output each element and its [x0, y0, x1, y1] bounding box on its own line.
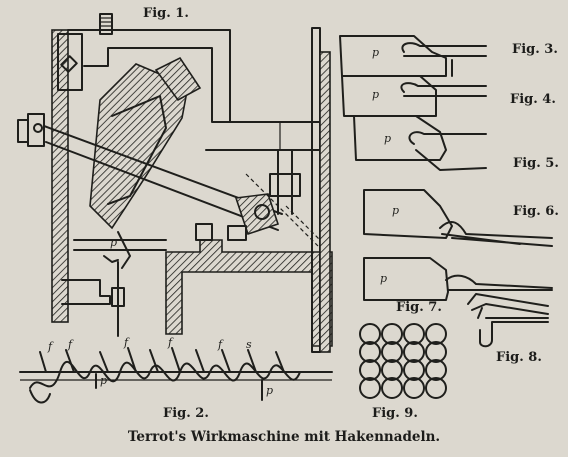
letter-f-fig2-4: f	[167, 336, 174, 349]
plate-caption: Terrot's Wirkmaschine mit Hakennadeln.	[127, 429, 441, 445]
letter-p-fig2-left: p	[100, 374, 107, 387]
fig1-label: Fig. 1.	[143, 6, 189, 21]
letter-p-fig4: p	[372, 88, 379, 101]
fig5-sinker-drawing	[353, 115, 487, 171]
letter-s-fig2: s	[246, 338, 252, 351]
fig3-sinker-drawing	[339, 35, 487, 77]
letter-f-fig2-5: f	[217, 338, 224, 351]
letter-p-fig1: p	[110, 236, 117, 249]
fig6-sinker-drawing	[363, 189, 553, 247]
fig9-knit-mesh-drawing	[359, 323, 447, 399]
fig2-label: Fig. 2.	[163, 406, 209, 421]
letter-f-fig2-2: f	[67, 338, 74, 351]
letter-p-fig3: p	[372, 46, 379, 59]
letter-f-fig2-3: f	[123, 336, 130, 349]
letter-p-fig6: p	[392, 204, 399, 217]
fig8-needle-drawing	[479, 317, 549, 348]
fig8-label: Fig. 8.	[496, 350, 542, 365]
fig9-label: Fig. 9.	[372, 406, 418, 421]
fig3-label: Fig. 3.	[512, 42, 558, 57]
fig4-sinker-drawing	[341, 75, 487, 117]
fig4-label: Fig. 4.	[510, 92, 556, 107]
fig7-label: Fig. 7.	[396, 300, 442, 315]
fig1-machine-drawing	[17, 13, 333, 353]
letter-p-fig2-right: p	[266, 384, 273, 397]
fig6-label: Fig. 6.	[513, 204, 559, 219]
letter-p-fig5: p	[384, 132, 391, 145]
letter-p-fig7: p	[380, 272, 387, 285]
fig7-sinker-drawing	[363, 257, 553, 319]
fig5-label: Fig. 5.	[513, 156, 559, 171]
fig2-needle-row-drawing	[19, 347, 333, 404]
letter-f-fig2-1: f	[47, 340, 54, 353]
